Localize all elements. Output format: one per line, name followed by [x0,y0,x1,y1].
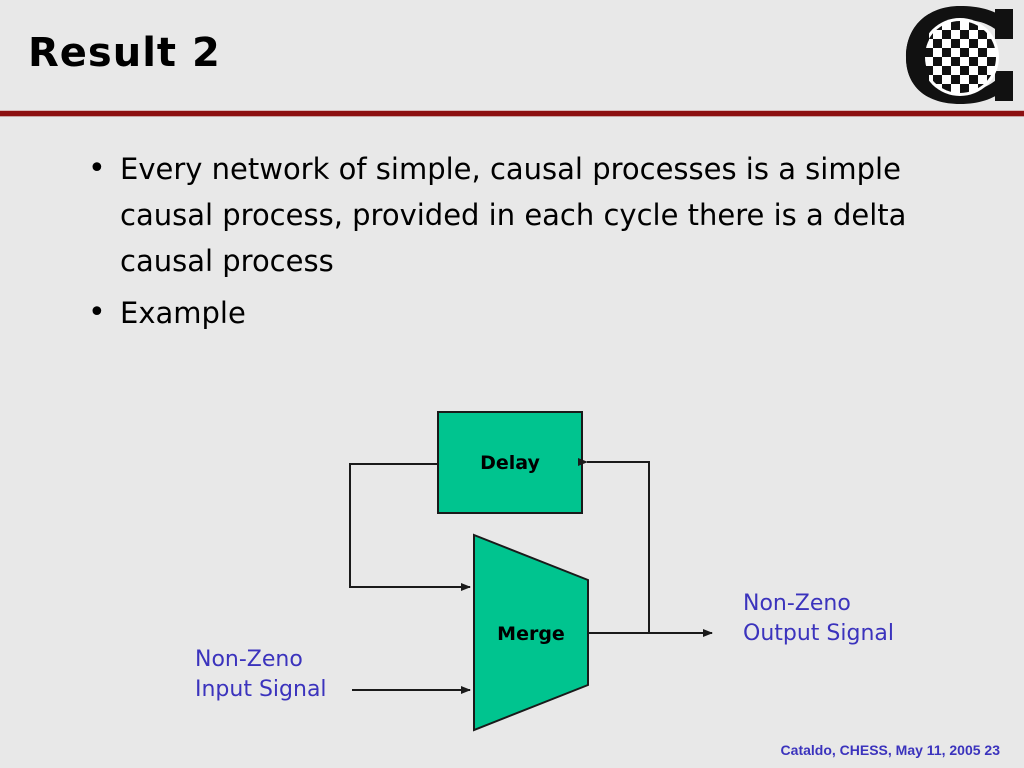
edge-merge-to-delay [578,458,650,634]
list-item: • Example [84,290,964,336]
list-item: • Every network of simple, causal proces… [84,146,964,284]
chess-logo [899,3,1021,107]
bullet-text: Every network of simple, causal processe… [120,152,907,278]
slide-footer: Cataldo, CHESS, May 11, 2005 23 [780,742,1000,758]
output-signal-label: Non-Zeno Output Signal [743,591,894,646]
logo-c-arm-bottom [995,71,1013,101]
node-delay-label: Delay [480,452,540,474]
bullet-marker-icon: • [88,151,106,186]
page-title: Result 2 [28,30,221,76]
title-divider [0,110,1024,117]
logo-c-arm-top [995,9,1013,39]
bullet-marker-icon: • [88,295,106,330]
logo-c-overlay [906,6,929,104]
edge-delay-to-merge [349,463,471,591]
bullet-text: Example [120,296,246,330]
input-signal-label: Non-Zeno Input Signal [195,647,327,702]
bullet-list: • Every network of simple, causal proces… [84,146,964,342]
node-merge-label: Merge [497,623,565,645]
